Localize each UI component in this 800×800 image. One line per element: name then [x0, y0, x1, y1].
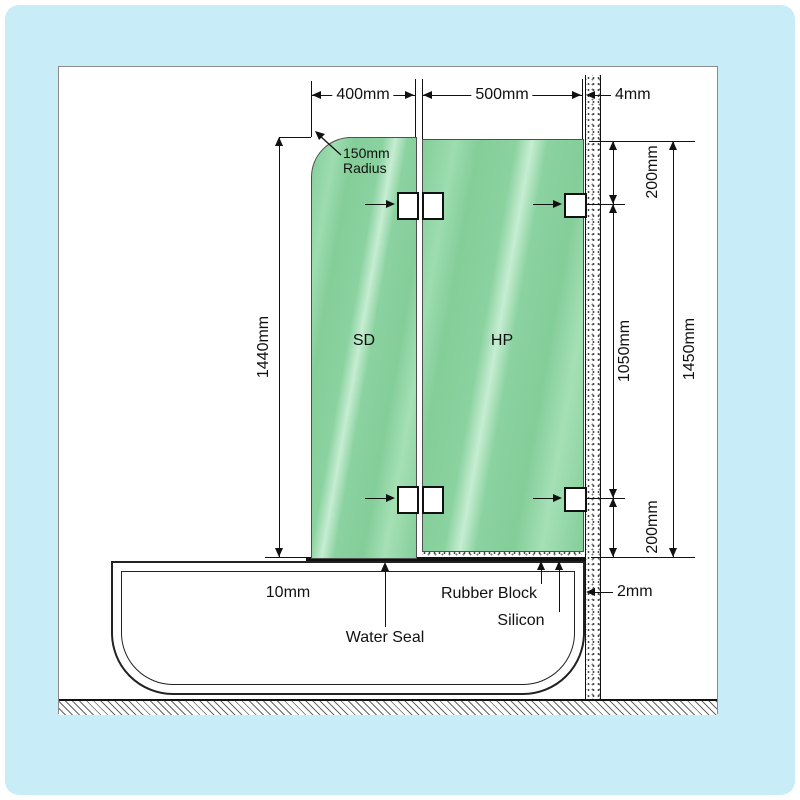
extension-line	[279, 137, 311, 138]
extension-line	[415, 79, 416, 137]
water-seal-strip	[306, 557, 586, 561]
panel-hp-label: HP	[490, 332, 514, 349]
arrow-up-icon	[609, 498, 617, 507]
bracket-top-arrow-icon	[553, 200, 562, 208]
rubber-block-pointer-line	[541, 568, 542, 584]
hinge-bottom-left-plate	[397, 486, 419, 514]
hinge-top-arrow-icon	[386, 200, 395, 208]
dim-400-label: 400mm	[332, 86, 394, 104]
rubber-block-label: Rubber Block	[440, 585, 538, 602]
extension-line	[587, 204, 625, 205]
wall-section	[585, 75, 601, 699]
dim-10-label: 10mm	[265, 584, 311, 601]
hinge-bottom-right-plate	[422, 486, 444, 514]
dim-1050-label: 1050mm	[616, 319, 633, 383]
arrow-right-icon	[572, 91, 581, 99]
arrow-up-icon	[669, 141, 677, 150]
hinge-top-pointer-line	[365, 204, 386, 205]
arrow-up-icon	[609, 204, 617, 213]
hinge-top-right-plate	[422, 192, 444, 220]
hinge-top-left-plate	[397, 192, 419, 220]
arrow-right-icon	[405, 91, 414, 99]
radius-leader-arrow-icon	[315, 131, 342, 156]
arrow-left-icon	[586, 588, 595, 596]
extension-line	[582, 79, 583, 139]
dim-200-bottom-label: 200mm	[644, 500, 661, 554]
arrow-up-icon	[537, 561, 545, 570]
dim-1440-line	[279, 137, 280, 557]
diagram-panel: SD HP 400mm 500mm 4mm 150mm Radius 1440m…	[58, 66, 718, 715]
floor-hatch	[59, 699, 717, 715]
bathtub-outline	[111, 561, 585, 695]
hinge-bottom-arrow-icon	[386, 494, 395, 502]
hinge-bottom-pointer-line	[365, 498, 386, 499]
arrow-down-icon	[609, 195, 617, 204]
extension-line	[587, 498, 625, 499]
arrow-up-icon	[381, 562, 389, 571]
arrow-down-icon	[609, 489, 617, 498]
dim-right-segmented-line	[613, 141, 614, 557]
bracket-bottom-arrow-icon	[553, 494, 562, 502]
extension-line	[422, 79, 423, 139]
arrow-up-icon	[555, 561, 563, 570]
dim-4-label: 4mm	[615, 86, 651, 103]
arrow-left-icon	[312, 91, 321, 99]
water-seal-label: Water Seal	[345, 629, 425, 646]
silicon-label: Silicon	[497, 612, 545, 629]
extension-line	[589, 141, 695, 142]
panel-sd-label: SD	[352, 332, 376, 349]
arrow-up-icon	[275, 137, 283, 146]
extension-line	[311, 81, 312, 137]
water-seal-pointer-line	[385, 569, 386, 627]
dim-1440-label: 1440mm	[255, 315, 272, 379]
radius-label-line2: Radius	[343, 160, 387, 176]
rubber-block-strip	[422, 550, 582, 557]
arrow-up-icon	[609, 141, 617, 150]
arrow-down-icon	[609, 548, 617, 557]
extension-line	[265, 557, 309, 558]
wall-bracket-bottom	[564, 487, 587, 512]
dim-1450-label: 1450mm	[681, 317, 698, 381]
arrow-down-icon	[669, 548, 677, 557]
bracket-top-pointer-line	[533, 204, 553, 205]
extension-line	[591, 557, 695, 558]
dim-2-label: 2mm	[617, 583, 653, 600]
dim-2-line	[595, 592, 613, 593]
arrow-left-icon	[423, 91, 432, 99]
radius-label-line1: 150mm	[343, 145, 390, 161]
dim-1450-line	[673, 141, 674, 557]
silicon-pointer-line	[559, 568, 560, 612]
dim-200-top-label: 200mm	[644, 145, 661, 199]
arrow-left-icon	[586, 91, 595, 99]
bathtub-inner-rim	[121, 571, 575, 685]
dim-500-label: 500mm	[471, 86, 533, 104]
dim-4-line	[595, 95, 611, 96]
wall-bracket-top	[564, 193, 587, 218]
bracket-bottom-pointer-line	[533, 498, 553, 499]
arrow-down-icon	[275, 548, 283, 557]
